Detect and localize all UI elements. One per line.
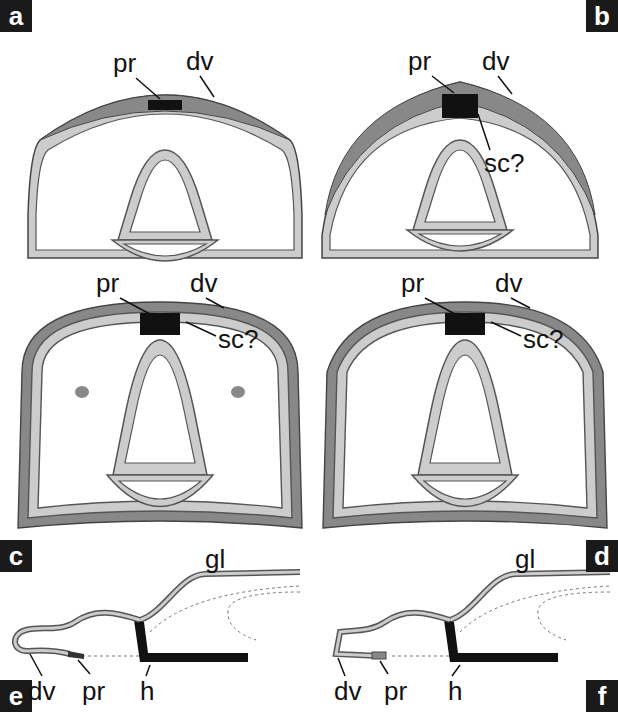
panel-letter: a — [0, 0, 32, 32]
panel-letter-text: d — [594, 541, 610, 571]
body-section — [38, 322, 282, 508]
panel-letter-text: a — [9, 1, 23, 31]
panel-letter: c — [0, 540, 32, 572]
panel-letter-text: b — [594, 1, 610, 31]
part-label: dv — [190, 270, 217, 296]
part-label: h — [448, 678, 462, 704]
panel-letter-text: f — [598, 681, 607, 711]
part-label: sc? — [484, 150, 524, 176]
panel-letter: b — [586, 0, 618, 32]
part-label: pr — [408, 48, 431, 74]
part-label: pr — [113, 50, 136, 76]
pr-block — [445, 313, 485, 335]
panel-letter-text: c — [9, 541, 23, 571]
part-label: pr — [96, 270, 119, 296]
panel-letter: d — [586, 540, 618, 572]
part-label: dv — [28, 678, 55, 704]
pr-block — [140, 313, 180, 335]
panel-letter-text: e — [9, 681, 23, 711]
part-label: gl — [205, 546, 225, 572]
body-section — [28, 312, 292, 518]
panel-letter: f — [586, 680, 618, 712]
body-section — [18, 302, 302, 528]
panel-letter: e — [0, 680, 32, 712]
part-label: dv — [482, 48, 509, 74]
part-label: sc? — [523, 326, 563, 352]
body-section — [343, 322, 587, 508]
part-label: pr — [82, 678, 105, 704]
part-label: gl — [515, 546, 535, 572]
part-label: dv — [334, 678, 361, 704]
body-section — [333, 312, 597, 518]
part-label: pr — [401, 270, 424, 296]
part-label: dv — [495, 270, 522, 296]
part-label: dv — [186, 48, 213, 74]
part-label: h — [140, 678, 154, 704]
body-section — [323, 302, 607, 528]
part-label: sc? — [218, 326, 258, 352]
part-label: pr — [384, 678, 407, 704]
